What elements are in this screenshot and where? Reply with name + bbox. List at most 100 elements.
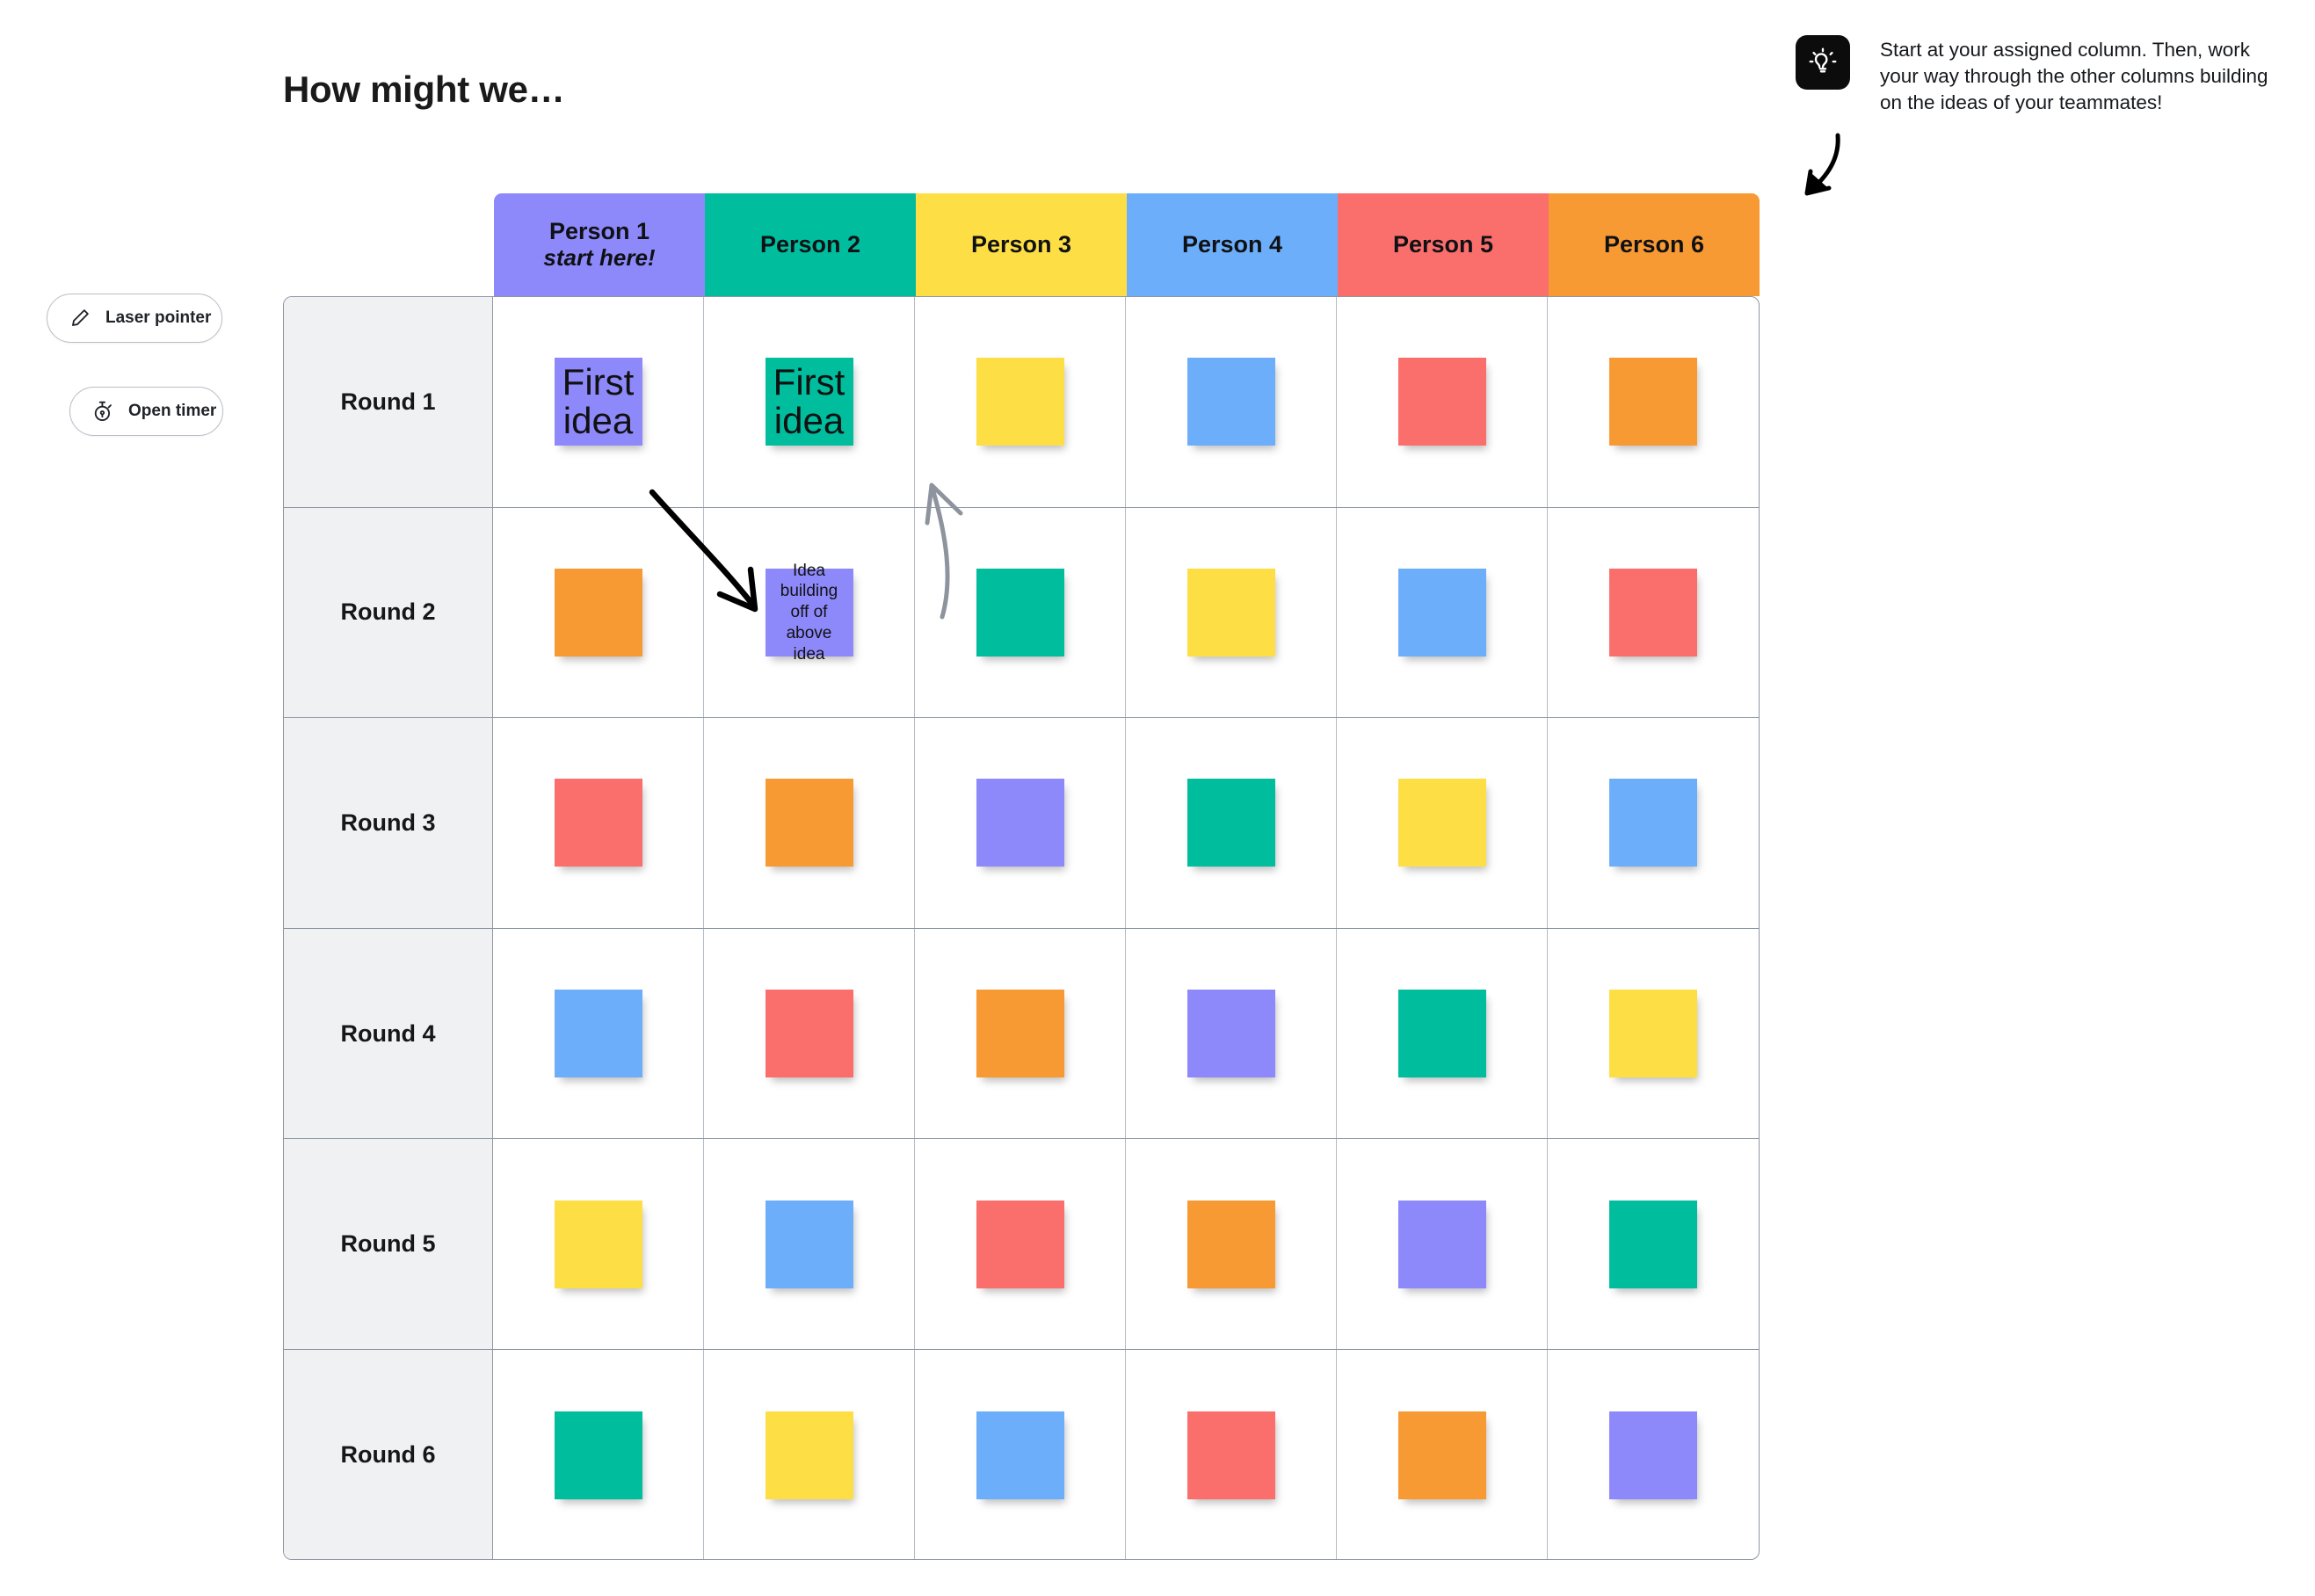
grid-column-header-label: Person 5	[1392, 230, 1494, 258]
sticky-note[interactable]: First idea	[554, 358, 642, 446]
sticky-note[interactable]	[976, 779, 1064, 867]
grid-cell	[1337, 507, 1548, 718]
grid-cell	[1548, 718, 1759, 928]
sticky-note[interactable]	[765, 1411, 853, 1499]
sticky-note[interactable]	[976, 1200, 1064, 1288]
sticky-note[interactable]	[1397, 779, 1486, 867]
grid-cell	[1337, 297, 1548, 507]
grid-cell	[1337, 1139, 1548, 1349]
grid-column-header-3[interactable]: Person 3	[916, 193, 1127, 296]
sticky-note[interactable]	[1609, 1411, 1697, 1499]
grid-cell	[493, 1349, 704, 1559]
grid-cell	[915, 718, 1126, 928]
lightbulb-icon	[1796, 35, 1850, 90]
sticky-note[interactable]	[1397, 568, 1486, 657]
sticky-note[interactable]	[1609, 779, 1697, 867]
grid-row: Round 4	[284, 928, 1759, 1140]
sticky-note[interactable]	[1187, 1411, 1275, 1499]
sticky-note[interactable]	[1187, 568, 1275, 657]
sticky-note[interactable]	[976, 990, 1064, 1078]
sticky-note[interactable]	[554, 779, 642, 867]
grid-column-header-label: Person 6	[1603, 230, 1705, 258]
sticky-note[interactable]	[1397, 1200, 1486, 1288]
grid-row-label-5[interactable]: Round 5	[284, 1139, 493, 1349]
sticky-note[interactable]: Idea building off of above idea	[765, 562, 853, 664]
grid-column-header-label: Person 1	[548, 218, 650, 245]
grid-cell	[1548, 1350, 1759, 1559]
grid-column-header-6[interactable]: Person 6	[1549, 193, 1760, 296]
grid-row: Round 3	[284, 718, 1759, 929]
grid-column-header-label: Person 4	[1181, 230, 1283, 258]
sticky-note[interactable]	[1187, 358, 1275, 446]
grid-cell	[493, 507, 704, 718]
grid-cell	[1337, 718, 1548, 928]
grid-cell	[493, 928, 704, 1139]
sticky-note[interactable]	[976, 568, 1064, 657]
grid-cell	[1548, 297, 1759, 507]
grid-cell	[1126, 718, 1337, 928]
sticky-note[interactable]	[1609, 990, 1697, 1078]
instruction-text: Start at your assigned column. Then, wor…	[1880, 39, 2268, 113]
grid-cell	[704, 718, 915, 928]
sticky-note[interactable]	[1397, 1411, 1486, 1499]
sticky-note[interactable]	[1397, 990, 1486, 1078]
grid-cell	[915, 1139, 1126, 1349]
grid-row-label-3[interactable]: Round 3	[284, 718, 493, 928]
grid-cell	[915, 297, 1126, 507]
grid-cell	[915, 928, 1126, 1139]
grid-cell: Idea building off of above idea	[704, 507, 915, 718]
sticky-note[interactable]	[554, 568, 642, 657]
sticky-note[interactable]	[554, 1200, 642, 1288]
grid-cell: First idea	[704, 297, 915, 507]
grid-row-label-2[interactable]: Round 2	[284, 507, 493, 718]
page-title: How might we…	[283, 69, 565, 110]
sticky-note[interactable]	[1609, 358, 1697, 446]
sticky-note[interactable]	[1187, 779, 1275, 867]
grid-cell	[493, 1139, 704, 1349]
grid-row: Round 6	[284, 1349, 1759, 1559]
grid-row: Round 5	[284, 1139, 1759, 1350]
grid-cell	[1126, 928, 1337, 1139]
grid-cell	[704, 1139, 915, 1349]
grid-cell	[915, 507, 1126, 718]
sticky-note[interactable]	[765, 990, 853, 1078]
grid-column-header-label: Person 3	[970, 230, 1072, 258]
sticky-note[interactable]	[765, 779, 853, 867]
sticky-note[interactable]	[765, 1200, 853, 1288]
grid-cell	[1126, 297, 1337, 507]
grid-cell	[1126, 1139, 1337, 1349]
curved-arrow-down-left-icon	[1799, 130, 1861, 205]
sticky-note[interactable]	[1187, 1200, 1275, 1288]
sticky-note[interactable]	[1187, 990, 1275, 1078]
sticky-note[interactable]	[554, 1411, 642, 1499]
sticky-note[interactable]	[1609, 1200, 1697, 1288]
grid-row-label-1[interactable]: Round 1	[284, 297, 493, 507]
grid-cell	[704, 928, 915, 1139]
laser-pointer-label: Laser pointer	[105, 308, 212, 327]
stopwatch-icon	[90, 398, 116, 424]
grid-cell	[1126, 1349, 1337, 1559]
open-timer-button[interactable]: Open timer	[69, 387, 223, 436]
grid-column-header-label: Person 2	[759, 230, 861, 258]
laser-pointer-button[interactable]: Laser pointer	[47, 294, 222, 343]
grid-row-label-4[interactable]: Round 4	[284, 928, 493, 1139]
grid-cell: First idea	[493, 297, 704, 507]
sticky-note[interactable]	[976, 1411, 1064, 1499]
sticky-note[interactable]	[554, 990, 642, 1078]
sticky-note[interactable]	[976, 358, 1064, 446]
grid-column-header-2[interactable]: Person 2	[705, 193, 916, 296]
sticky-note[interactable]: First idea	[765, 358, 853, 446]
pen-icon	[67, 305, 93, 331]
sticky-note[interactable]	[1397, 358, 1486, 446]
grid-row-label-6[interactable]: Round 6	[284, 1349, 493, 1559]
grid-row: Round 1 First idea First idea	[284, 297, 1759, 508]
grid-cell	[1548, 508, 1759, 718]
sticky-note[interactable]	[1609, 568, 1697, 657]
grid-column-header-4[interactable]: Person 4	[1127, 193, 1338, 296]
grid-cell	[915, 1349, 1126, 1559]
grid-column-header-5[interactable]: Person 5	[1338, 193, 1549, 296]
